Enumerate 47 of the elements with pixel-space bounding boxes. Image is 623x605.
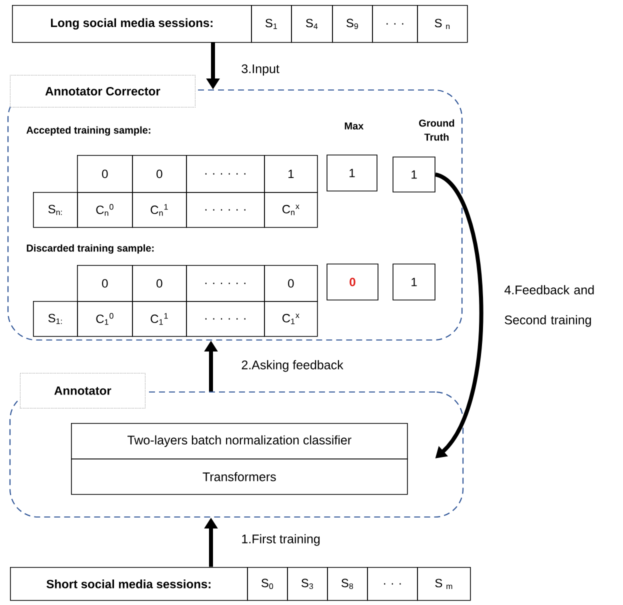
table-cell: . . . . . . — [186, 301, 265, 337]
value-box: 1 — [392, 264, 436, 300]
edge-label: 2.Asking feedback — [242, 360, 344, 372]
arrow — [434, 172, 484, 458]
table-cell: S$_{1:}$ — [33, 301, 78, 337]
table-cell: . . . . . . — [186, 155, 265, 193]
value-box: 0 — [326, 264, 378, 300]
table-cell: Short social media sessions: — [10, 567, 248, 601]
table-cell: S$_{1}$ — [251, 5, 292, 43]
table-cell: S$_{0}$ — [247, 567, 288, 601]
table-cell: . . . . . . — [186, 265, 265, 302]
edge-label: 3.Input — [242, 64, 280, 76]
value-box: 1 — [392, 156, 436, 192]
table-cell: S$_{4}$ — [291, 5, 333, 43]
node-label: Transformers — [202, 472, 276, 482]
table-cell: S$_{9}$ — [332, 5, 373, 43]
table-cell: C$_{n}$x — [264, 192, 318, 228]
table-cell: 0 — [77, 155, 133, 193]
model-stack-box: Two-layers batch normalization classifier Transformers — [71, 423, 408, 495]
table-cell: 0 — [77, 265, 133, 302]
container-heading: Annotator Corrector — [10, 75, 196, 108]
table-cell: 0 — [132, 155, 187, 193]
edge-label: 4.Feedback and Second training — [504, 285, 594, 327]
table-cell: . . . — [372, 5, 418, 43]
heading-text: Ground Truth — [419, 119, 454, 141]
heading-text: Accepted training sample: — [26, 126, 150, 136]
table-cell: 0 — [132, 265, 187, 302]
table-cell: S $_{m}$ — [417, 567, 471, 601]
table-cell: 1 — [264, 155, 318, 193]
table-cell: . . . — [367, 567, 418, 601]
table-cell: Long social media sessions: — [12, 5, 252, 43]
table-cell: S$_{3}$ — [287, 567, 328, 601]
table-cell: . . . . . . — [186, 192, 265, 228]
table-cell: C$_{1}$1 — [132, 301, 187, 337]
table-cell: S $_{n}$ — [417, 5, 468, 43]
container-heading: Annotator — [20, 373, 146, 408]
table-cell: C$_{n}$1 — [132, 192, 187, 228]
heading-text: Max — [344, 122, 364, 130]
edge-label: 1.First training — [242, 534, 320, 546]
table-cell: C$_{n}$0 — [77, 192, 133, 228]
table-cell: 0 — [264, 265, 318, 302]
table-cell: C$_{1}$x — [264, 301, 318, 337]
table-cell: C$_{1}$0 — [77, 301, 133, 337]
table-cell: S$_{n:}$ — [33, 192, 78, 228]
table-cell: S$_{8}$ — [327, 567, 368, 601]
heading-text: Discarded training sample: — [26, 244, 154, 254]
value-box: 1 — [326, 154, 378, 192]
